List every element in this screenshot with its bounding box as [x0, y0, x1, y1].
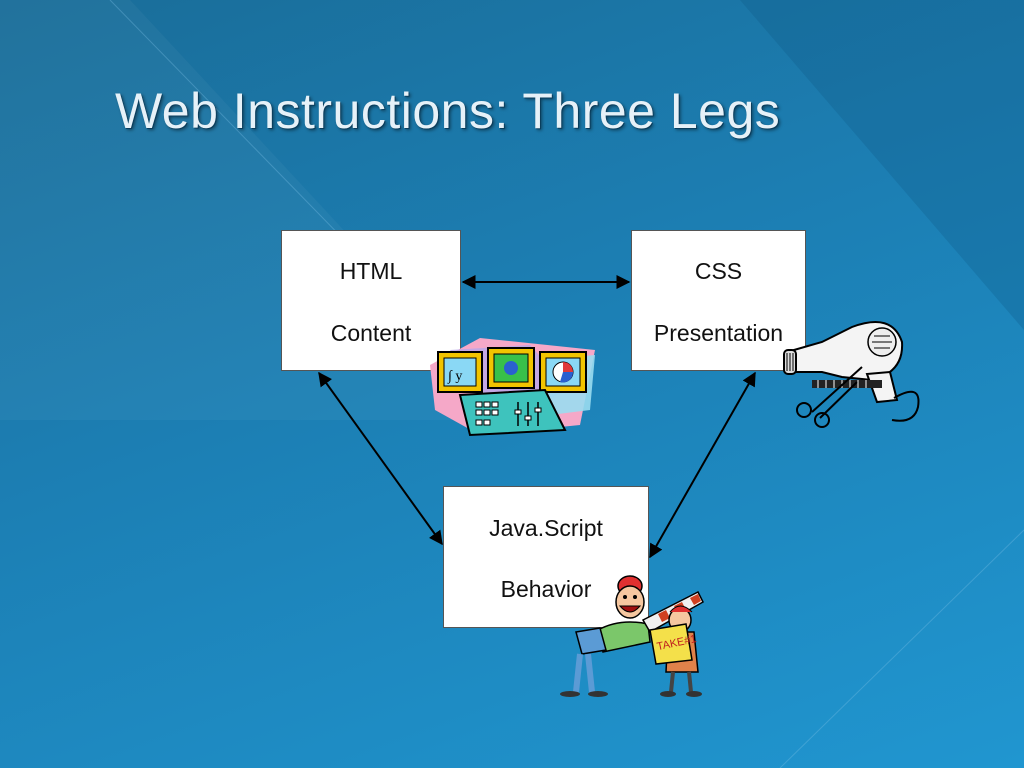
svg-text:∫ y: ∫ y [447, 369, 462, 384]
javascript-label: Java.Script [489, 515, 603, 541]
laughing-men-clipart: TAKE#1 [560, 575, 704, 697]
css-box: CSS Presentation [631, 230, 806, 371]
presentation-label: Presentation [653, 320, 784, 346]
hair-dryer-scissors-clipart [783, 321, 920, 428]
html-label: HTML [339, 258, 403, 284]
html-js-arrow [318, 371, 443, 546]
slide-title: Web Instructions: Three Legs [115, 83, 781, 139]
behavior-label: Behavior [500, 576, 592, 602]
content-label: Content [330, 320, 412, 346]
control-panel-clipart: ∫ y [430, 338, 595, 437]
javascript-box: Java.Script Behavior [443, 486, 649, 628]
css-js-arrow [649, 371, 756, 559]
css-label: CSS [694, 258, 743, 284]
html-box: HTML Content [281, 230, 461, 371]
